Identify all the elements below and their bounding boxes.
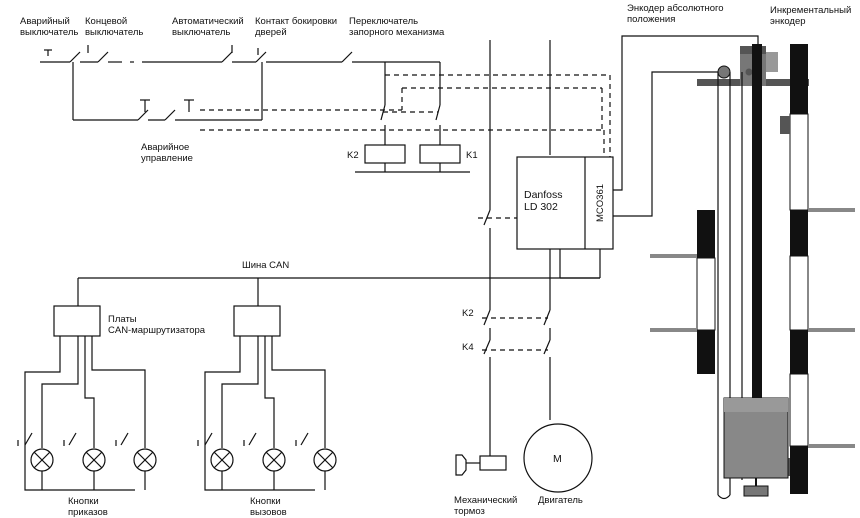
- order-button-2: [63, 425, 106, 472]
- door-contact-label-2: дверей: [255, 27, 287, 38]
- limit-switch-label-2: выключатель: [85, 27, 143, 38]
- brake-label-2: тормоз: [454, 506, 485, 517]
- k4-contact-label: K4: [462, 342, 474, 353]
- limit-switch-label-1: Концевой: [85, 16, 127, 27]
- k2-contact-label: K2: [462, 308, 474, 319]
- drive-label-2: LD 302: [524, 201, 558, 213]
- can-network: [24, 277, 600, 491]
- inc-encoder-label-1: Инкрементальный: [770, 5, 851, 16]
- power-circuit: [455, 35, 759, 493]
- safety-chain: [40, 45, 611, 173]
- mco-label: MCO361: [595, 184, 606, 222]
- order-buttons-label-2: приказов: [68, 507, 108, 518]
- danfoss-drive: [516, 156, 614, 250]
- can-routers-label-1: Платы: [108, 314, 137, 325]
- abs-encoder-label-2: положения: [627, 14, 675, 25]
- call-buttons-label-2: вызовов: [250, 507, 287, 518]
- inc-encoder-label-2: энкодер: [770, 16, 806, 27]
- emergency-control-label-1: Аварийное: [141, 142, 189, 153]
- call-button-3: [295, 425, 337, 472]
- brake-coil: [479, 455, 507, 471]
- call-button-1: [197, 425, 234, 472]
- motor: [523, 423, 593, 493]
- motor-label: Двигатель: [538, 495, 583, 506]
- call-buttons-label-1: Кнопки: [250, 496, 281, 507]
- auto-switch-label-1: Автоматический: [172, 16, 244, 27]
- emergency-switch-label-2: выключатель: [20, 27, 78, 38]
- lock-switch-label-2: запорного механизма: [349, 27, 445, 38]
- can-router-orders: [53, 305, 101, 337]
- can-routers-label-2: CAN-маршрутизатора: [108, 325, 206, 336]
- k2-coil: [364, 144, 406, 164]
- order-buttons: [17, 425, 157, 490]
- brake-label-1: Механический: [454, 495, 517, 506]
- drive-label-1: Danfoss: [524, 189, 563, 201]
- order-button-3: [115, 425, 157, 472]
- door-contact-label-1: Контакт бокировки: [255, 16, 337, 27]
- call-button-2: [243, 425, 286, 472]
- motor-symbol: M: [553, 453, 562, 465]
- auto-switch-label-2: выключатель: [172, 27, 230, 38]
- emergency-control-label-2: управление: [141, 153, 193, 164]
- can-router-calls: [233, 305, 281, 337]
- k1-coil: [419, 144, 461, 164]
- order-button-1: [17, 425, 54, 472]
- k2-coil-label: K2: [347, 150, 359, 161]
- k1-coil-label: K1: [466, 150, 478, 161]
- call-buttons: [197, 425, 337, 490]
- elevator-shaft: [650, 44, 855, 500]
- abs-encoder-label-1: Энкодер абсолютного: [627, 3, 724, 14]
- emergency-switch-label-1: Аварийный: [20, 16, 70, 27]
- can-bus-label: Шина CAN: [242, 260, 289, 271]
- order-buttons-label-1: Кнопки: [68, 496, 99, 507]
- lock-switch-label-1: Переключатель: [349, 16, 418, 27]
